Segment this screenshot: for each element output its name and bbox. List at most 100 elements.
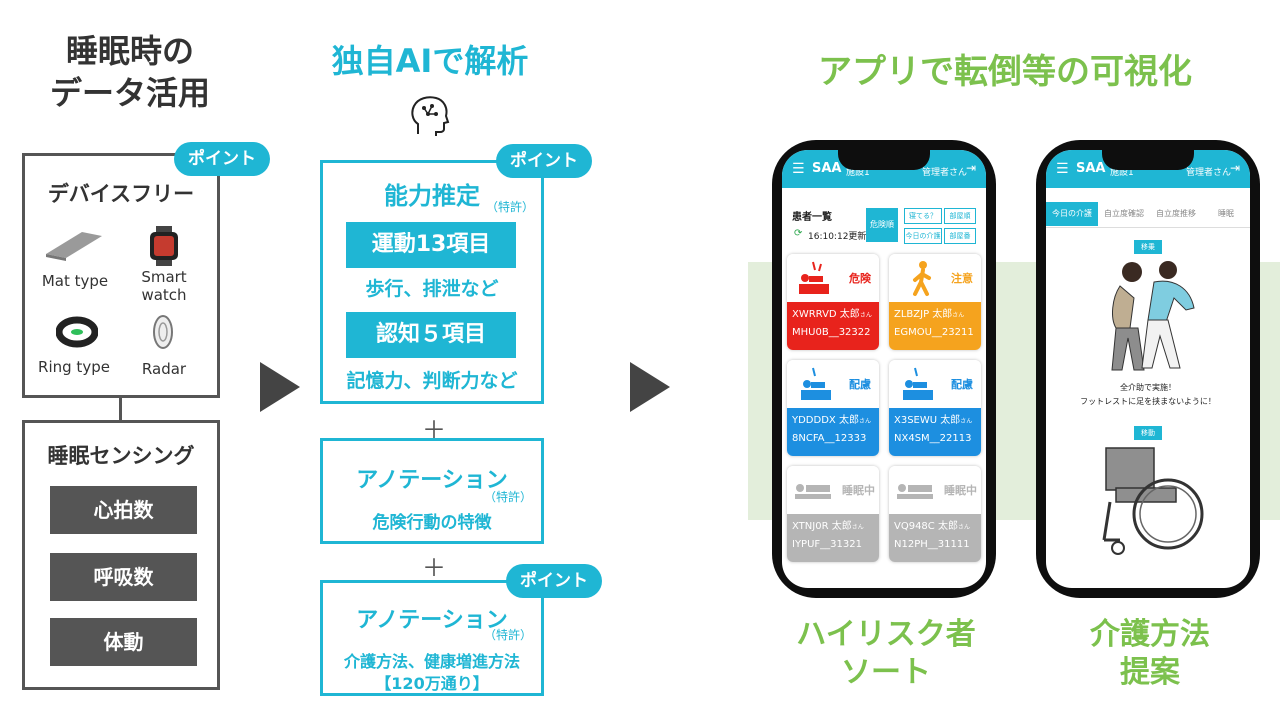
ability-box [320, 160, 544, 404]
user-name: 管理者さん [1186, 168, 1232, 178]
card-status-label: 睡眠中 [842, 484, 875, 497]
phone-1-notch [838, 150, 930, 170]
caption-care-line2: 提案 [1120, 655, 1180, 690]
col1-title-line1: 睡眠時の [65, 32, 194, 70]
logout-icon[interactable]: ⇥ [1230, 161, 1241, 175]
care-methods: 介護方法、健康増進方法 [343, 652, 520, 671]
fall-danger-icon [799, 261, 829, 294]
instruction-1: 全介助で実施！ [1120, 383, 1176, 392]
sensing-heart-rate: 心拍数 [50, 486, 197, 534]
caption-care-line1: 介護方法 [1090, 617, 1210, 652]
point-badge-1: ポイント [174, 142, 270, 176]
tab-independence-check[interactable]: 自立度確認 [1104, 209, 1144, 218]
facility-name: 施設1 [846, 168, 870, 178]
caption-high-risk-sort: ハイリスク者 ソート [776, 616, 996, 692]
mat-icon [46, 232, 102, 261]
tab-independence-trend[interactable]: 自立度推移 [1156, 209, 1196, 218]
card-patient-id: EGMOU__23211 [894, 327, 974, 338]
device-free-title: デバイスフリー [47, 182, 195, 206]
caption-care-proposal: 介護方法 提案 [1040, 616, 1260, 692]
patient-list-title: 患者一覧 [792, 212, 832, 223]
phone-2-screen: ☰ SAA 施設1 管理者さん ⇥ 今日の介護 自立度確認 自立度推移 睡眠 移… [1046, 150, 1250, 588]
motion-desc: 歩行、排泄など [365, 278, 499, 300]
plus-2: ＋ [422, 554, 446, 582]
patient-card[interactable]: 注意 ZLBZJP 太郎さん EGMOU__23211 [889, 254, 981, 350]
card-patient-name: XTNJ0R 太郎 [792, 521, 852, 532]
card-patient-name: YDDDDX 太郎 [792, 415, 859, 426]
tab-sleep[interactable]: 睡眠 [1218, 209, 1234, 218]
phone-2-notch [1102, 150, 1194, 170]
menu-icon[interactable]: ☰ [1056, 161, 1069, 177]
transfer-label: 移乗 [1134, 240, 1162, 254]
menu-icon[interactable]: ☰ [792, 161, 805, 177]
logout-icon[interactable]: ⇥ [966, 161, 977, 175]
card-patient-name: X3SEWU 太郎 [894, 415, 961, 426]
cognition-items: 認知５項目 [346, 312, 516, 358]
card-honorific: さん [858, 418, 871, 425]
card-patient-name: XWRRVD 太郎 [792, 309, 860, 320]
refresh-icon[interactable]: ⟳ [794, 228, 803, 239]
card-info: YDDDDX 太郎さん 8NCFA__12333 [787, 408, 879, 456]
filter-sleeping[interactable]: 寝てる？ [904, 208, 942, 224]
patient-card[interactable]: 配慮 YDDDDX 太郎さん 8NCFA__12333 [787, 360, 879, 456]
movement-label: 移動 [1134, 426, 1162, 440]
annotation-patent-1: （特許） [483, 490, 532, 504]
filter-room-order[interactable]: 部屋順 [944, 208, 976, 224]
sort-danger-button[interactable]: 危険順 [866, 208, 898, 242]
card-status-label: 配慮 [951, 378, 973, 391]
col2-title: 独自AIで解析 [331, 42, 529, 80]
transfer-care-illustration [1111, 261, 1195, 371]
device-label-mat: Mat type [41, 272, 109, 290]
point-badge-2: ポイント [496, 144, 592, 178]
arrow-right-icon [260, 362, 300, 412]
card-honorific: さん [952, 312, 965, 319]
ability-patent: （特許） [485, 200, 534, 214]
card-patient-name: ZLBZJP 太郎 [894, 309, 953, 320]
device-box [22, 153, 220, 398]
connector-line [119, 398, 122, 420]
col3-title: アプリで転倒等の可視化 [818, 52, 1192, 92]
card-honorific: さん [957, 524, 970, 531]
smartwatch-icon [150, 226, 178, 266]
device-label-radar: Radar [141, 360, 187, 378]
danger-feature: 危険行動の特徴 [372, 513, 492, 533]
instruction-2: フットレストに足を挟まないように！ [1080, 397, 1216, 406]
patient-card[interactable]: 睡眠中 XTNJ0R 太郎さん IYPUF__31321 [787, 466, 879, 562]
bed-care-icon [801, 367, 831, 400]
patient-card[interactable]: 危険 XWRRVD 太郎さん MHU0B__32322 [787, 254, 879, 350]
annotation-box-1 [320, 438, 544, 544]
patient-card[interactable]: 睡眠中 VQ948C 太郎さん N12PH__31111 [889, 466, 981, 562]
card-info: X3SEWU 太郎さん NX4SM__22113 [889, 408, 981, 456]
tab-today-care[interactable]: 今日の介護 [1046, 202, 1098, 226]
ring-icon [56, 316, 98, 348]
app-name: SAA [1076, 161, 1106, 176]
card-status-label: 配慮 [849, 378, 871, 391]
card-info: VQ948C 太郎さん N12PH__31111 [889, 514, 981, 562]
sensing-body-movement: 体動 [50, 618, 197, 666]
updated-time: 16:10:12更新 [808, 232, 867, 242]
card-status-label: 睡眠中 [944, 484, 977, 497]
wheelchair-illustration [1102, 447, 1204, 555]
card-patient-id: 8NCFA__12333 [792, 433, 867, 444]
card-patient-id: IYPUF__31321 [792, 539, 862, 550]
sleeping-bed-icon [897, 484, 933, 499]
sensing-respiration: 呼吸数 [50, 553, 197, 601]
col1-title-line2: データ活用 [49, 74, 210, 112]
motion-items: 運動13項目 [346, 222, 516, 268]
cognition-desc: 記憶力、判断力など [346, 370, 518, 392]
user-name: 管理者さん [922, 168, 968, 178]
ai-brain-icon [411, 96, 450, 136]
sensing-title: 睡眠センシング [47, 444, 195, 468]
card-patient-name: VQ948C 太郎 [894, 521, 958, 532]
filter-room-number[interactable]: 部屋番 [944, 228, 976, 244]
walking-person-icon [913, 261, 931, 296]
card-honorific: さん [851, 524, 864, 531]
filter-today-care[interactable]: 今日の介護 [904, 228, 942, 244]
caption-high-risk-line1: ハイリスク者 [796, 617, 976, 652]
card-status-label: 注意 [951, 272, 973, 285]
bed-care-icon [903, 367, 933, 400]
annotation-patent-2: （特許） [483, 628, 532, 642]
col1-title: 睡眠時の データ活用 [20, 30, 240, 114]
patient-card[interactable]: 配慮 X3SEWU 太郎さん NX4SM__22113 [889, 360, 981, 456]
card-info: ZLBZJP 太郎さん EGMOU__23211 [889, 302, 981, 350]
